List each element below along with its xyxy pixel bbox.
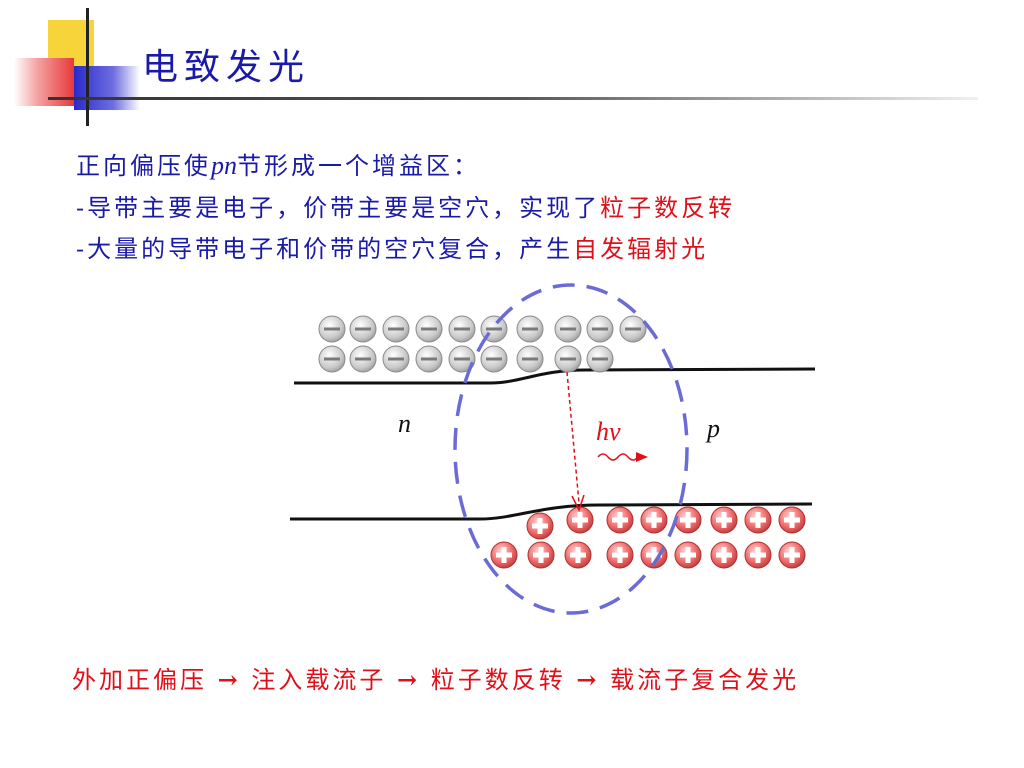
hole-icon: [744, 506, 772, 534]
conduction-band-edge: [294, 367, 816, 385]
electron-icon: [586, 345, 614, 373]
gain-region-term: 增益区: [372, 152, 453, 180]
hole-icon: [526, 512, 554, 540]
electron-icon: [480, 345, 508, 373]
electron-icon: [554, 315, 582, 343]
electron-icon: [382, 315, 410, 343]
body-line-3: -大量的导带电子和价带的空穴复合，产生自发辐射光: [76, 229, 708, 264]
process-step-4: 载流子复合发光: [610, 666, 800, 694]
hole-icon: [606, 541, 634, 569]
corner-vertical-line: [86, 8, 89, 126]
hole-icon: [490, 541, 518, 569]
p-region-label: p: [705, 414, 720, 443]
electron-icon: [318, 345, 346, 373]
electron-icon: [448, 315, 476, 343]
electron-icon: [586, 315, 614, 343]
photon-arrowhead: [636, 452, 648, 462]
photon-label-hv: hv: [596, 417, 621, 446]
hole-icon: [640, 506, 668, 534]
hole-icon: [527, 541, 555, 569]
recombination-arrowhead: [571, 494, 585, 512]
hole-icon: [606, 506, 634, 534]
arrow-icon: →: [217, 665, 241, 694]
population-inversion-term: 粒子数反转: [600, 194, 736, 222]
line3-prefix: -大量的导带电子和价带的空穴复合，产生: [76, 235, 574, 263]
arrow-icon: →: [576, 665, 600, 694]
line1-suffix: ：: [453, 152, 480, 180]
body-line-2: -导带主要是电子，价带主要是空穴，实现了粒子数反转: [76, 188, 735, 223]
electron-icon: [448, 345, 476, 373]
line1-prefix: 正向偏压使: [76, 152, 211, 180]
electron-icon: [554, 345, 582, 373]
process-step-2: 注入载流子: [251, 666, 387, 694]
process-step-1: 外加正偏压: [72, 666, 207, 694]
spontaneous-emission-term: 自发辐射光: [573, 235, 709, 263]
electron-icon: [318, 315, 346, 343]
n-region-label: n: [398, 409, 411, 438]
electron-icon: [349, 315, 377, 343]
hole-icon: [710, 541, 738, 569]
arrow-icon: →: [397, 665, 421, 694]
hole-icon: [564, 541, 592, 569]
process-chain: 外加正偏压 → 注入载流子 → 粒子数反转 → 载流子复合发光: [72, 660, 799, 695]
title-underline: [48, 97, 978, 100]
body-line-1: 正向偏压使pn节形成一个增益区：: [76, 146, 480, 181]
valence-band-edge: [290, 502, 813, 521]
hole-icon: [674, 506, 702, 534]
electron-icon: [415, 315, 443, 343]
hole-icon: [640, 541, 668, 569]
recombination-transition-arrow: [566, 371, 580, 504]
electron-icon: [516, 345, 544, 373]
electron-icon: [619, 315, 647, 343]
electron-icon: [516, 315, 544, 343]
gain-region-ellipse: [453, 283, 689, 615]
electron-group: [318, 315, 647, 373]
hole-icon: [674, 541, 702, 569]
electron-icon: [415, 345, 443, 373]
pn-term: pn: [211, 151, 237, 180]
hole-icon: [778, 506, 806, 534]
slide-title: 电致发光: [142, 47, 311, 88]
hole-icon: [566, 506, 594, 534]
hole-icon: [744, 541, 772, 569]
photon-wave-icon: [597, 453, 639, 461]
line1-mid: 节形成一个: [237, 152, 372, 180]
corner-blue-square: [74, 66, 140, 110]
electron-icon: [349, 345, 377, 373]
line2-prefix: -导带主要是电子，价带主要是空穴，实现了: [76, 194, 601, 222]
hole-icon: [778, 541, 806, 569]
hole-icon: [710, 506, 738, 534]
process-step-3: 粒子数反转: [430, 666, 566, 694]
hole-group: [490, 506, 806, 569]
electron-icon: [382, 345, 410, 373]
